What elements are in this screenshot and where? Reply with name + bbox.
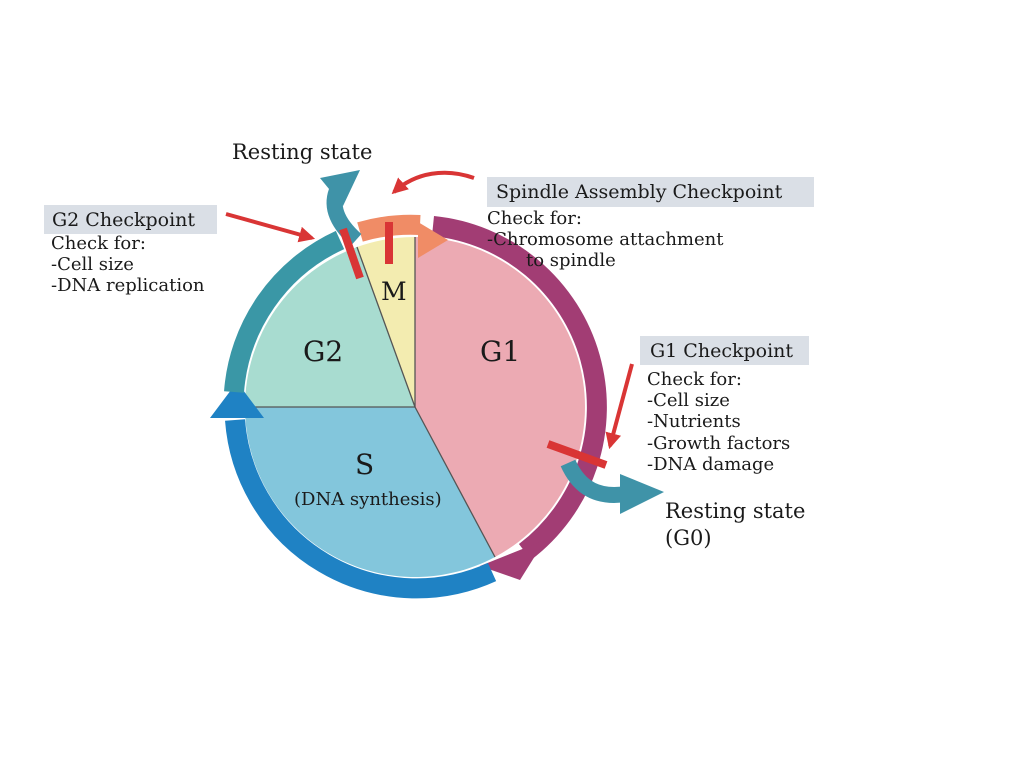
g2-check-line-1: Check for: — [51, 233, 146, 254]
g1-check-line-5: -DNA damage — [647, 454, 774, 475]
m-ring-arrowhead — [418, 222, 448, 258]
resting-state-top-label: Resting state — [232, 140, 372, 164]
exit-arrow-g0-shaft — [560, 459, 628, 503]
resting-state-g0-line1: Resting state — [665, 499, 805, 523]
spindle-check-line-3: to spindle — [526, 250, 616, 271]
spindle-checkpoint-title: Spindle Assembly Checkpoint — [496, 181, 783, 203]
s-ring-arrowhead — [210, 382, 264, 418]
spindle-check-line-2: -Chromosome attachment — [487, 229, 724, 250]
g1-ring-arrowhead — [480, 540, 545, 580]
spindle-pointer-arrow — [391, 170, 475, 195]
g1-check-line-1: Check for: — [647, 369, 742, 390]
g1-checkpoint-title: G1 Checkpoint — [650, 340, 793, 362]
g2-ring-arc — [224, 230, 345, 393]
g2-pointer-arrow — [225, 212, 316, 243]
g2-check-line-2: -Cell size — [51, 254, 134, 275]
phase-label-m: M — [381, 277, 407, 306]
s-ring-arc — [225, 419, 497, 599]
g2-title-box — [44, 205, 217, 234]
g1-check-line-4: -Growth factors — [647, 433, 790, 454]
spindle-title-box — [487, 177, 814, 207]
phase-label-g2: G2 — [303, 335, 343, 368]
phase-label-s: S — [355, 448, 374, 481]
g2-check-line-3: -DNA replication — [51, 275, 205, 296]
sector-g2 — [244, 247, 415, 407]
g2-checkpoint-bar — [339, 227, 364, 280]
sector-g1 — [415, 237, 586, 557]
resting-state-g0-line2: (G0) — [665, 526, 712, 550]
sector-s — [245, 407, 495, 577]
g1-ring-arc — [431, 216, 607, 560]
phase-label-g1: G1 — [480, 335, 520, 368]
exit-arrow-g0-head — [620, 474, 664, 514]
g1-checkpoint-bar — [546, 440, 608, 469]
g1-check-line-2: -Cell size — [647, 390, 730, 411]
phase-label-s-sub: (DNA synthesis) — [294, 489, 442, 510]
g1-title-box — [640, 336, 809, 365]
spindle-check-line-1: Check for: — [487, 208, 582, 229]
sector-m — [357, 236, 415, 407]
exit-arrow-top-head — [320, 170, 360, 206]
g2-checkpoint-title: G2 Checkpoint — [52, 209, 195, 231]
g1-check-line-3: -Nutrients — [647, 411, 741, 432]
g1-pointer-arrow — [605, 363, 634, 450]
sector-dividers — [245, 237, 496, 558]
